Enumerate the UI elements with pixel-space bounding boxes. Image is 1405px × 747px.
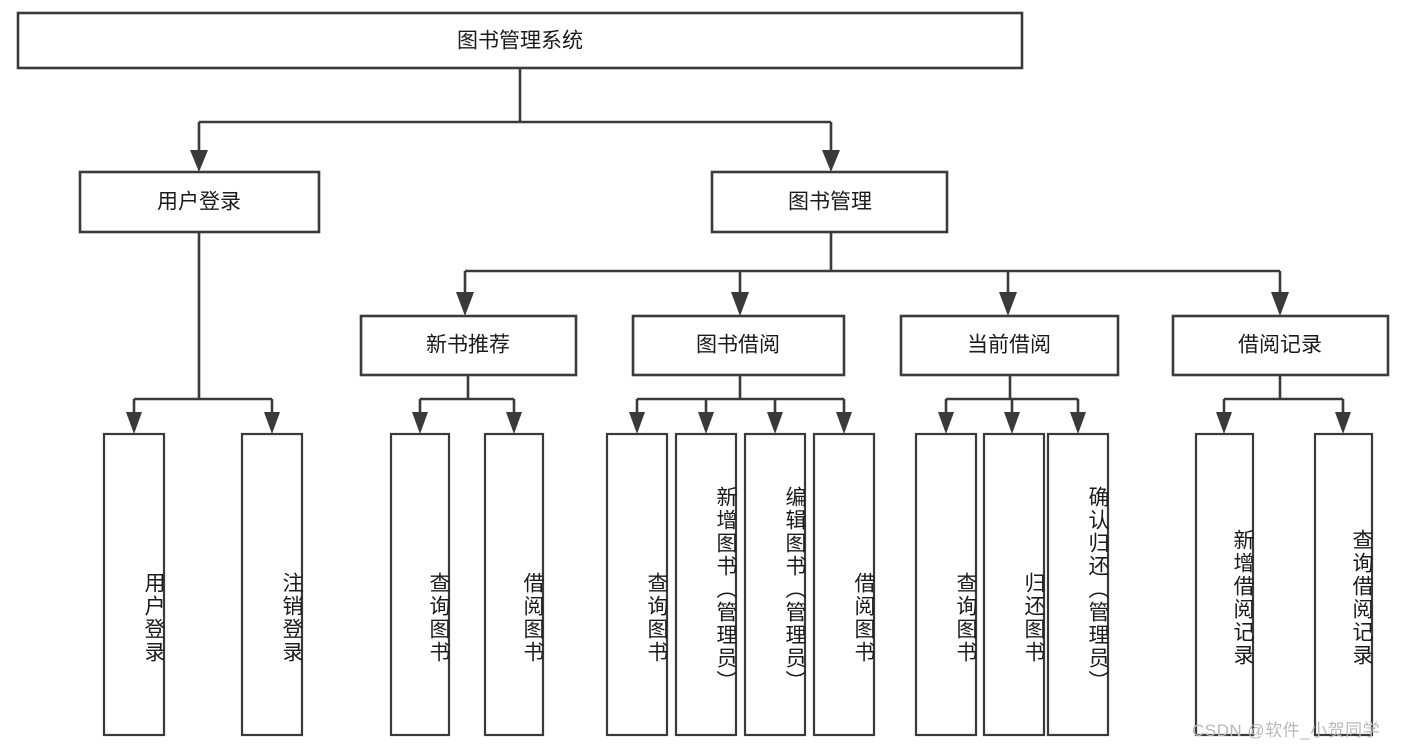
book-management-box[interactable]: [710, 170, 949, 234]
leaf-boxes: [102, 432, 1374, 737]
leaf-borrow-book-2-box[interactable]: [812, 432, 876, 737]
arrow-to-leaf-borrow-book-1: [506, 412, 522, 434]
node-new-book-recommend[interactable]: 新书推荐: [359, 314, 578, 377]
leaf-return-book-box[interactable]: [982, 432, 1046, 737]
node-book-borrow[interactable]: 图书借阅: [631, 314, 846, 377]
root-label: 图书管理系统: [457, 30, 583, 53]
arrow-to-leaf-query-book-1: [412, 412, 428, 434]
leaf-confirm-return-box[interactable]: [1046, 432, 1110, 737]
edge-group-borrow-record: [1216, 375, 1351, 434]
arrow-to-leaf-confirm-return: [1070, 412, 1086, 434]
leaf-query-book-2-box[interactable]: [605, 432, 669, 737]
edge-group-root: [190, 68, 840, 172]
node-user-login[interactable]: 用户登录: [78, 170, 321, 234]
arrow-to-borrow-record: [1271, 292, 1289, 316]
arrow-to-new-book-recommend: [456, 292, 474, 316]
node-current-borrow[interactable]: 当前借阅: [899, 314, 1120, 377]
edge-group-current-borrow: [938, 375, 1086, 434]
current-borrow-box[interactable]: [899, 314, 1120, 377]
edge-group-book-borrow: [629, 375, 852, 434]
arrow-to-leaf-add-book: [698, 412, 714, 434]
new-book-recommend-label: 新书推荐: [426, 334, 510, 357]
leaf-user-logout-box[interactable]: [240, 432, 304, 737]
arrow-to-leaf-query-book-2: [629, 412, 645, 434]
leaf-edit-book-box[interactable]: [743, 432, 807, 737]
leaf-query-record-box[interactable]: [1313, 432, 1374, 737]
leaf-add-book-box[interactable]: [674, 432, 738, 737]
arrow-to-leaf-borrow-book-2: [836, 412, 852, 434]
leaf-query-book-1-box[interactable]: [389, 432, 451, 737]
edge-group-user-login: [126, 232, 280, 434]
arrow-to-leaf-add-record: [1216, 412, 1232, 434]
current-borrow-label: 当前借阅: [967, 334, 1051, 357]
book-borrow-label: 图书借阅: [696, 334, 780, 357]
arrow-to-leaf-return-book: [1004, 412, 1020, 434]
edge-group-new-book-recommend: [412, 375, 522, 434]
arrow-to-leaf-edit-book: [767, 412, 783, 434]
arrow-to-leaf-user-login: [126, 412, 142, 434]
borrow-record-label: 借阅记录: [1238, 334, 1322, 357]
node-book-management[interactable]: 图书管理: [710, 170, 949, 234]
leaf-query-book-3-box[interactable]: [914, 432, 978, 737]
leaf-user-login-box[interactable]: [102, 432, 166, 737]
user-login-box[interactable]: [78, 170, 321, 234]
arrow-to-book-management: [822, 150, 840, 172]
borrow-record-box[interactable]: [1171, 314, 1390, 377]
arrow-to-current-borrow: [999, 292, 1017, 316]
user-login-label: 用户登录: [157, 191, 241, 214]
arrow-to-leaf-query-record: [1335, 412, 1351, 434]
leaf-add-record-box[interactable]: [1194, 432, 1255, 737]
node-borrow-record[interactable]: 借阅记录: [1171, 314, 1390, 377]
csdn-watermark: CSDN @软件_小贺同学: [1192, 721, 1381, 740]
root-box[interactable]: [16, 11, 1024, 70]
new-book-recommend-box[interactable]: [359, 314, 578, 377]
book-management-label: 图书管理: [788, 191, 872, 214]
node-root[interactable]: 图书管理系统: [16, 11, 1024, 70]
leaf-borrow-book-1-box[interactable]: [483, 432, 545, 737]
book-borrow-box[interactable]: [631, 314, 846, 377]
arrow-to-leaf-query-book-3: [938, 412, 954, 434]
arrow-to-leaf-user-logout: [264, 412, 280, 434]
edge-group-book-management: [456, 232, 1289, 316]
arrow-to-user-login: [190, 150, 208, 172]
arrow-to-book-borrow: [731, 292, 749, 316]
